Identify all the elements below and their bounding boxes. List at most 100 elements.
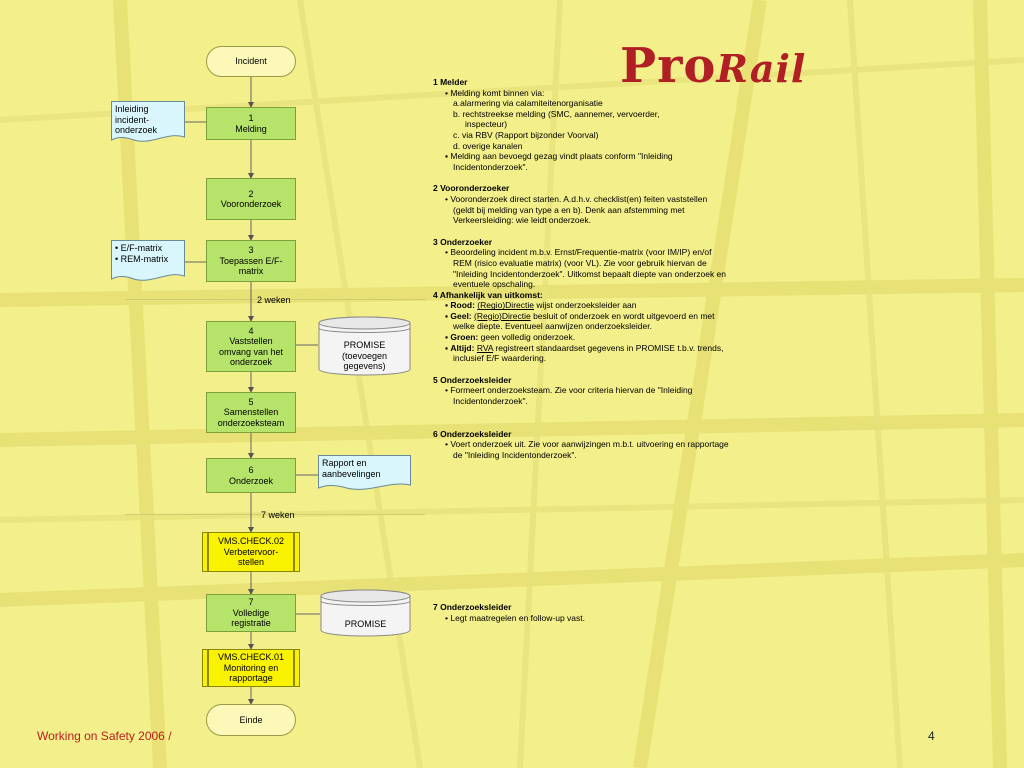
section-1-bullet-2: ▪ Melding aan bevoegd gezag vindt plaats… [445, 151, 673, 172]
document-shape [318, 455, 411, 490]
separator-line-7-weken [125, 514, 425, 515]
separator-line-2-weken [125, 299, 425, 300]
prorail-logo: ProRail [620, 38, 806, 94]
groen-label: Groen: [450, 332, 479, 343]
samenstellen-line: Samenstellen [223, 407, 279, 418]
logo-part1: Pro [620, 38, 717, 94]
ef-matrix-label: E/F-matrix [120, 243, 163, 253]
rapport-document: Rapport en aanbevelingen [318, 455, 411, 493]
promise-1-line: gegevens) [343, 361, 386, 371]
vaststellen-line: Vaststellen [229, 336, 273, 346]
section-4-geel: ▪ Geel: (Regio)Directie besluit of onder… [445, 310, 715, 332]
inleiding-line: incident- [115, 114, 150, 125]
registratie-line: registratie [231, 618, 271, 629]
vms01-line: rapportage [229, 673, 273, 684]
vaststellen-line: 4 [248, 325, 254, 336]
einde-label: Einde [239, 714, 263, 725]
geel-text: besluit of onderzoek en wordt uitgevoerd… [453, 310, 715, 332]
vaststellen-line: omvang van het [218, 346, 284, 357]
document-shape [111, 101, 185, 142]
matrix-item: • REM-matrix [115, 254, 168, 265]
rem-matrix-label: REM-matrix [120, 253, 169, 264]
section-7-title: 7 Onderzoeksleider [433, 602, 512, 612]
promise-1-line: (toevoegen [341, 350, 388, 361]
melding-node: 1 Melding [206, 107, 296, 140]
vooronderzoek-line: 2 [248, 188, 254, 199]
incident-label: Incident [235, 56, 267, 67]
samenstellen-line: 5 [248, 396, 254, 407]
promise-1-label: PROMISE (toevoegen gegevens) [318, 340, 411, 372]
vaststellen-node: 4 Vaststellen omvang van het onderzoek [206, 321, 296, 372]
promise-database-2 [320, 589, 411, 637]
vaststellen-line: onderzoek [229, 357, 273, 367]
footer-title: Working on Safety 2006 / [37, 729, 172, 743]
registratie-line: Volledige [232, 607, 270, 618]
toepassen-line: Toepassen E/F- [219, 255, 283, 266]
section-7-bullet: • Legt maatregelen en follow-up vast. [445, 612, 586, 623]
section-2-title: 2 Vooronderzoeker [433, 183, 510, 194]
samenstellen-line: onderzoeksteam [217, 417, 285, 428]
altijd-label: Altijd: [450, 342, 475, 353]
altijd-link: RVA [476, 342, 494, 353]
incident-node: Incident [206, 46, 296, 77]
section-2-bullet: • Vooronderzoek direct starten. A.d.h.v.… [445, 193, 708, 226]
section-4-title: 4 Afhankelijk van uitkomst: [433, 289, 543, 300]
registratie-line: 7 [248, 597, 254, 608]
section-3-title: 3 Onderzoeker [433, 236, 493, 247]
rood-link: (Regio)Directie [477, 300, 534, 311]
section-4-altijd: ▪ Altijd: RVA registreert standaardset g… [445, 342, 724, 364]
promise-2-line: PROMISE [344, 619, 387, 629]
einde-node: Einde [206, 704, 296, 736]
vms02-line: Verbetervoor- [223, 546, 279, 557]
promise-2-label: PROMISE [320, 619, 411, 630]
promise-database-1 [318, 316, 411, 376]
section-3-bullet: • Beoordeling incident m.b.v. Ernst/Freq… [445, 247, 727, 290]
rapport-line: Rapport en [322, 458, 367, 468]
onderzoek-line: 6 [248, 465, 254, 475]
melding-line: 1 [248, 113, 254, 123]
seven-weeks-label: 7 weken [261, 510, 295, 520]
rood-text: wijst onderzoeksleider aan [533, 300, 637, 311]
onderzoek-line: Onderzoek [228, 475, 274, 486]
page-number: 4 [928, 729, 935, 743]
logo-part2: Rail [716, 46, 807, 91]
bullet-icon: • [115, 243, 121, 253]
matrices-document: • E/F-matrix • REM-matrix [111, 240, 185, 284]
section-1-bullet: • Melding komt binnen via: [445, 87, 545, 98]
matrix-item: • E/F-matrix [115, 243, 168, 254]
onderzoek-node: 6 Onderzoek [206, 458, 296, 493]
melding-line: Melding [235, 123, 267, 134]
toepassen-line: matrix [238, 266, 264, 277]
vms02-line: stellen [237, 557, 264, 568]
section-7-block: 7 Onderzoeksleider • Legt maatregelen en… [425, 602, 730, 623]
inleiding-line: onderzoek [115, 125, 158, 135]
geel-label: Geel: [450, 310, 472, 321]
samenstellen-node: 5 Samenstellen onderzoeksteam [206, 392, 296, 433]
section-4-rood: ▪ Rood: (Regio)Directie wijst onderzoeks… [445, 300, 637, 311]
section-5-title: 5 Onderzoeksleider [433, 374, 512, 385]
vms-check-02-node: VMS.CHECK.02 Verbetervoor- stellen [202, 532, 300, 572]
vooronderzoek-node: 2 Vooronderzoek [206, 178, 296, 220]
vms02-line: VMS.CHECK.02 [217, 536, 285, 547]
document-shape [111, 240, 185, 281]
vms01-line: Monitoring en [223, 662, 279, 673]
toepassen-line: 3 [248, 245, 254, 256]
bullet-icon: • [115, 253, 121, 264]
section-1-sub-a: a.alarmering via calamiteitenorganisatie [453, 98, 603, 109]
section-6-title: 6 Onderzoeksleider [433, 428, 512, 439]
two-weeks-label: 2 weken [257, 295, 291, 305]
rapport-line: aanbevelingen [322, 468, 381, 479]
vms-check-01-node: VMS.CHECK.01 Monitoring en rapportage [202, 649, 300, 687]
rood-label: Rood: [450, 300, 475, 311]
inleiding-document: Inleiding incident- onderzoek [111, 101, 185, 145]
promise-1-line: PROMISE [343, 340, 386, 350]
section-5-bullet: • Formeert onderzoeksteam. Zie voor crit… [445, 385, 693, 407]
section-1-sub-b: b. rechtstreekse melding (SMC, aannemer,… [453, 108, 660, 119]
inleiding-line: Inleiding [115, 104, 149, 114]
altijd-text: registreert standaardset gegevens in PRO… [453, 342, 724, 364]
toepassen-node: 3 Toepassen E/F- matrix [206, 240, 296, 282]
section-1-sub-b-cont: inspecteur) [465, 119, 508, 130]
section-1-title: 1 Melder [433, 77, 468, 87]
vooronderzoek-line: Vooronderzoek [220, 199, 282, 209]
section-4-groen: ▪ Groen: geen volledig onderzoek. [445, 332, 576, 343]
